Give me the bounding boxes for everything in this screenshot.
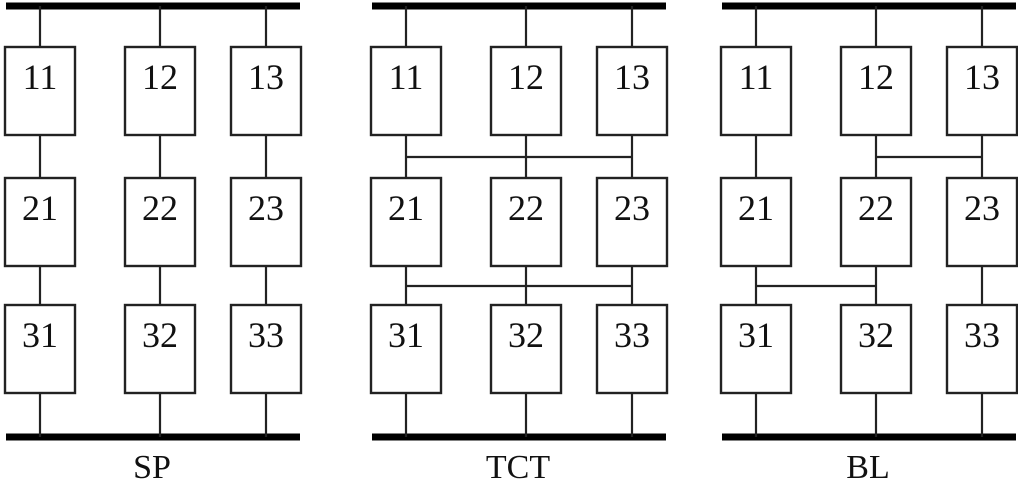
pv-module-box bbox=[945, 303, 1018, 395]
pv-module-box bbox=[229, 303, 303, 395]
pv-module-label: 13 bbox=[614, 57, 650, 97]
pv-module-label: 32 bbox=[142, 315, 178, 355]
pv-module-box bbox=[369, 45, 443, 137]
pv-module-11: 11 bbox=[369, 45, 443, 137]
pv-module-box bbox=[839, 303, 913, 395]
pv-module-label: 22 bbox=[142, 188, 178, 228]
pv-module-32: 32 bbox=[489, 303, 563, 395]
pv-module-label: 12 bbox=[508, 57, 544, 97]
pv-module-label: 21 bbox=[738, 188, 774, 228]
pv-module-13: 13 bbox=[229, 45, 303, 137]
pv-module-label: 12 bbox=[142, 57, 178, 97]
pv-module-22: 22 bbox=[839, 176, 913, 268]
pv-module-box bbox=[595, 303, 669, 395]
pv-module-label: 33 bbox=[614, 315, 650, 355]
pv-module-label: 21 bbox=[22, 188, 58, 228]
pv-module-21: 21 bbox=[369, 176, 443, 268]
pv-module-label: 32 bbox=[858, 315, 894, 355]
pv-module-label: 11 bbox=[23, 57, 58, 97]
pv-module-31: 31 bbox=[3, 303, 77, 395]
pv-module-box bbox=[945, 45, 1018, 137]
pv-module-box bbox=[839, 176, 913, 268]
pv-module-box bbox=[123, 176, 197, 268]
pv-module-22: 22 bbox=[489, 176, 563, 268]
pv-module-32: 32 bbox=[123, 303, 197, 395]
pv-module-12: 12 bbox=[489, 45, 563, 137]
pv-module-label: 13 bbox=[964, 57, 1000, 97]
pv-module-33: 33 bbox=[229, 303, 303, 395]
pv-module-box bbox=[229, 45, 303, 137]
pv-module-12: 12 bbox=[839, 45, 913, 137]
pv-module-box bbox=[489, 45, 563, 137]
pv-module-label: 13 bbox=[248, 57, 284, 97]
pv-module-label: 23 bbox=[248, 188, 284, 228]
pv-module-11: 11 bbox=[719, 45, 793, 137]
pv-module-box bbox=[3, 45, 77, 137]
pv-module-21: 21 bbox=[719, 176, 793, 268]
pv-module-label: 11 bbox=[739, 57, 774, 97]
pv-module-23: 23 bbox=[229, 176, 303, 268]
pv-module-label: 31 bbox=[738, 315, 774, 355]
pv-module-23: 23 bbox=[945, 176, 1018, 268]
pv-module-32: 32 bbox=[839, 303, 913, 395]
pv-module-box bbox=[839, 45, 913, 137]
pv-module-21: 21 bbox=[3, 176, 77, 268]
configuration-label: SP bbox=[133, 449, 171, 486]
pv-module-label: 23 bbox=[614, 188, 650, 228]
pv-module-box bbox=[369, 303, 443, 395]
pv-module-box bbox=[369, 176, 443, 268]
pv-module-33: 33 bbox=[595, 303, 669, 395]
pv-module-box bbox=[945, 176, 1018, 268]
pv-module-label: 22 bbox=[858, 188, 894, 228]
pv-module-23: 23 bbox=[595, 176, 669, 268]
pv-module-box bbox=[595, 176, 669, 268]
pv-module-box bbox=[719, 303, 793, 395]
pv-module-box bbox=[123, 45, 197, 137]
pv-module-box bbox=[489, 303, 563, 395]
pv-module-box bbox=[229, 176, 303, 268]
pv-module-11: 11 bbox=[3, 45, 77, 137]
pv-module-12: 12 bbox=[123, 45, 197, 137]
pv-module-13: 13 bbox=[595, 45, 669, 137]
pv-module-label: 31 bbox=[388, 315, 424, 355]
pv-module-33: 33 bbox=[945, 303, 1018, 395]
pv-module-label: 22 bbox=[508, 188, 544, 228]
pv-module-box bbox=[123, 303, 197, 395]
pv-module-31: 31 bbox=[369, 303, 443, 395]
pv-module-label: 11 bbox=[389, 57, 424, 97]
pv-module-label: 21 bbox=[388, 188, 424, 228]
pv-module-label: 31 bbox=[22, 315, 58, 355]
pv-module-box bbox=[719, 176, 793, 268]
pv-module-22: 22 bbox=[123, 176, 197, 268]
pv-module-box bbox=[595, 45, 669, 137]
pv-module-label: 32 bbox=[508, 315, 544, 355]
pv-module-13: 13 bbox=[945, 45, 1018, 137]
pv-module-31: 31 bbox=[719, 303, 793, 395]
pv-module-box bbox=[3, 303, 77, 395]
configuration-label: BL bbox=[846, 449, 889, 486]
pv-module-label: 33 bbox=[964, 315, 1000, 355]
configuration-label: TCT bbox=[486, 449, 550, 486]
pv-module-box bbox=[719, 45, 793, 137]
pv-module-box bbox=[3, 176, 77, 268]
pv-module-box bbox=[489, 176, 563, 268]
pv-module-label: 12 bbox=[858, 57, 894, 97]
pv-module-label: 33 bbox=[248, 315, 284, 355]
pv-module-label: 23 bbox=[964, 188, 1000, 228]
